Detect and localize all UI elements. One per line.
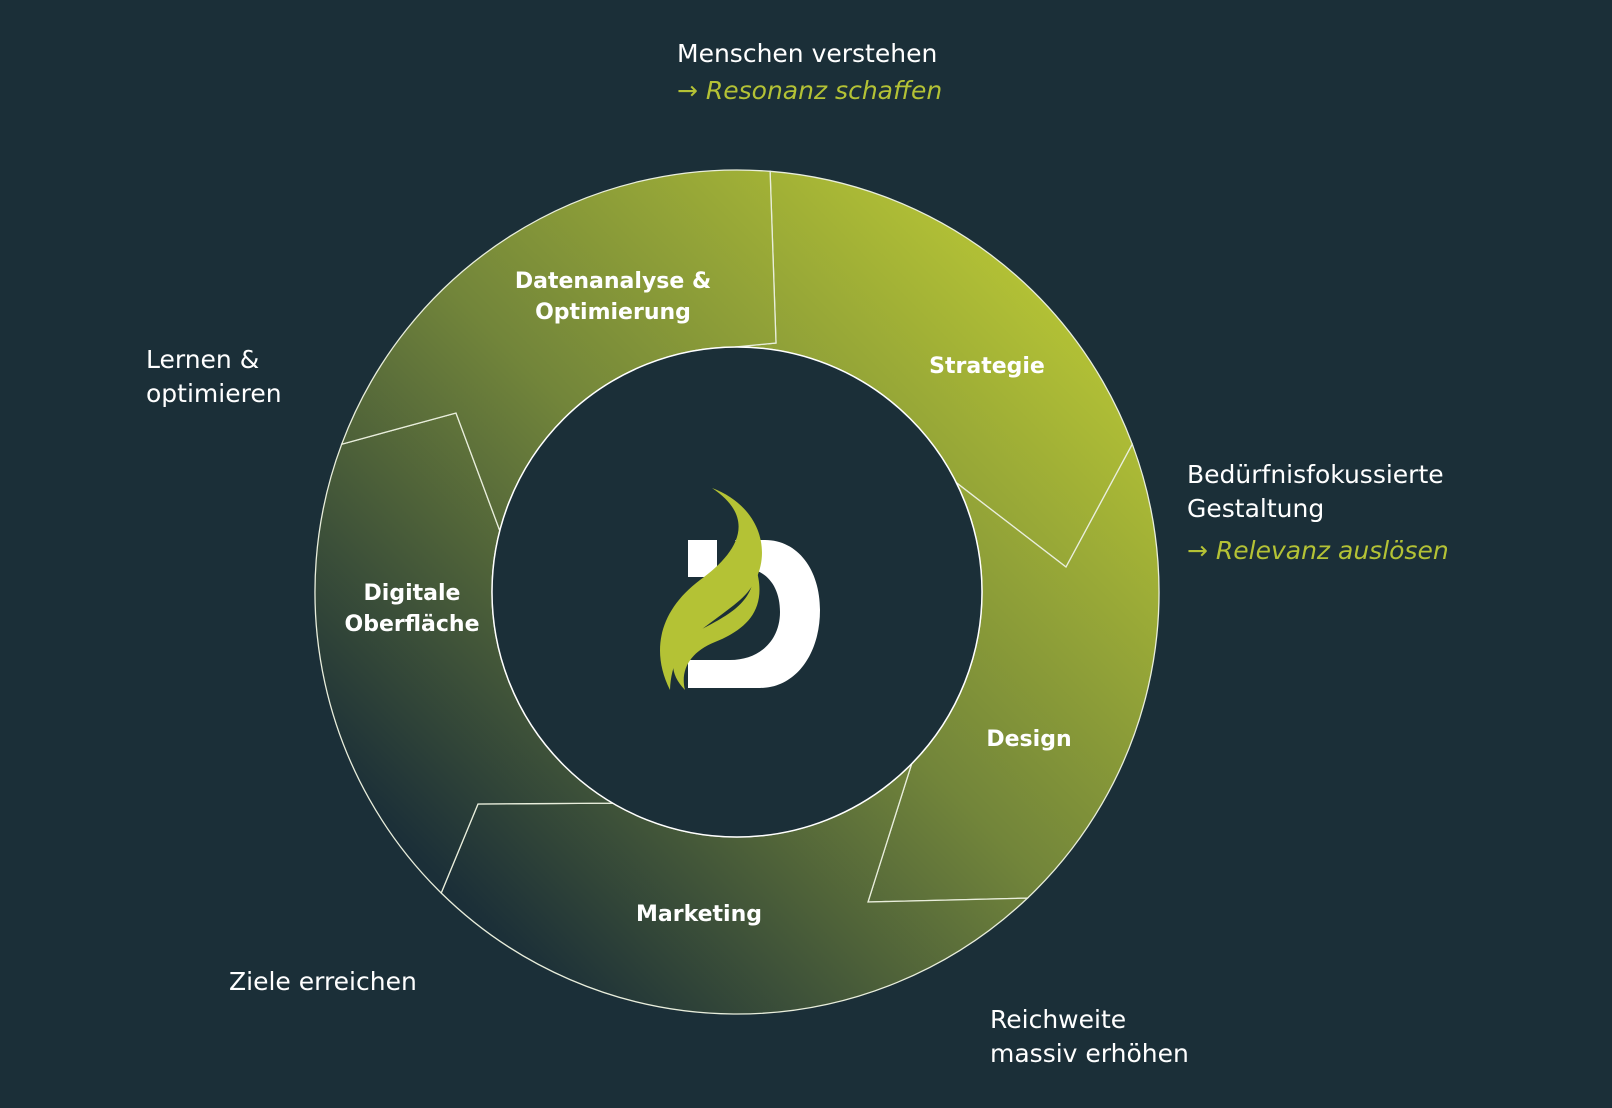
segment-label-datenanalyse-line2: Optimierung <box>535 300 691 325</box>
segment-label-strategie: Strategie <box>929 354 1045 379</box>
outcome-bottom-left-line1: Ziele erreichen <box>229 967 417 996</box>
outcome-right-accent: → Relevanz auslösen <box>1187 536 1449 565</box>
outcome-top-line1: Menschen verstehen <box>677 39 937 68</box>
outcome-bottom-right-line1: Reichweite <box>990 1005 1126 1034</box>
outcome-right-line1: Bedürfnisfokussierte <box>1187 460 1444 489</box>
segment-label-marketing: Marketing <box>636 902 762 927</box>
outcome-top-accent: → Resonanz schaffen <box>677 76 942 105</box>
outcome-right-line2: Gestaltung <box>1187 494 1324 523</box>
outcome-bottom-right-line2: massiv erhöhen <box>990 1039 1189 1068</box>
outcome-left-line1: Lernen & <box>146 345 259 374</box>
segment-label-digitale-line1: Digitale <box>364 581 461 606</box>
d-flame-logo-icon <box>660 488 820 690</box>
segment-label-datenanalyse-line1: Datenanalyse & <box>515 269 711 294</box>
outcome-left-line2: optimieren <box>146 379 282 408</box>
cycle-ring <box>314 169 1160 1015</box>
segment-label-design: Design <box>986 727 1071 752</box>
segment-label-digitale-line2: Oberfläche <box>345 612 480 637</box>
